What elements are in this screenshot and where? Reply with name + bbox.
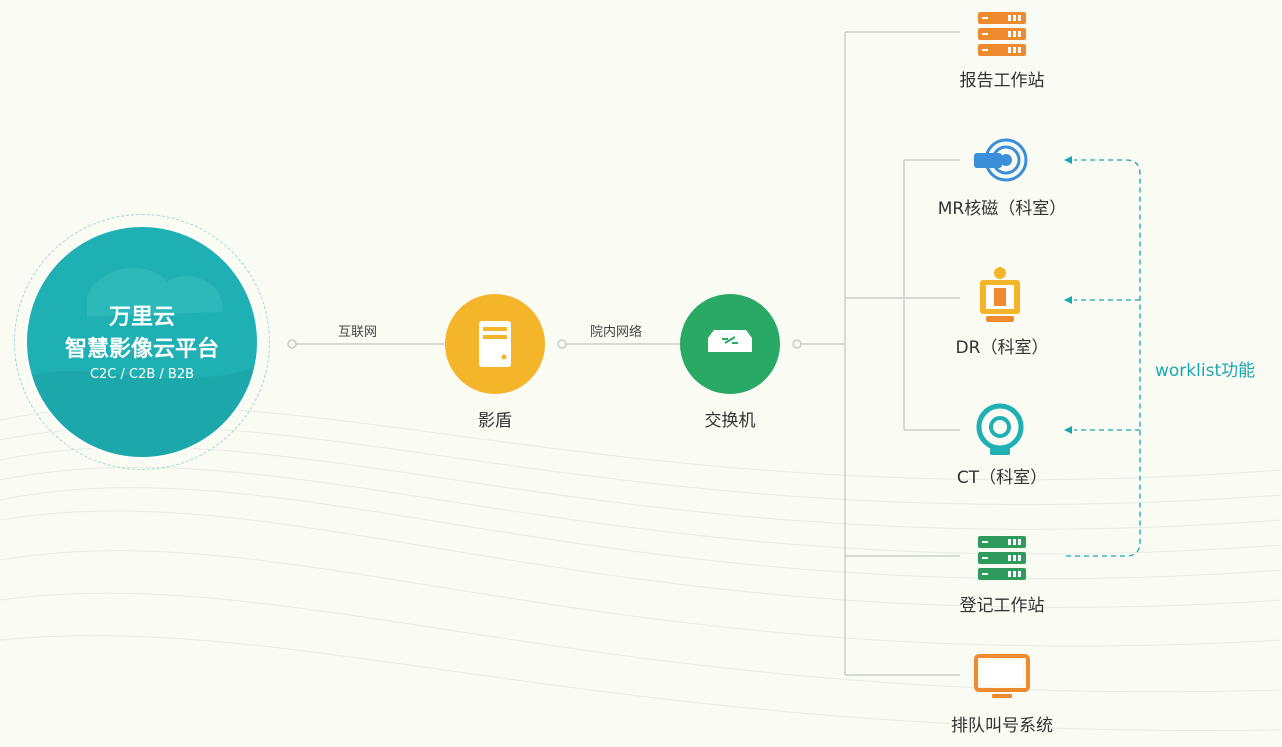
platform-subtitle: C2C / C2B / B2B xyxy=(89,367,195,382)
link-label-internet: 互联网 xyxy=(338,325,378,340)
switch-node xyxy=(680,294,780,394)
ct-scanner-icon xyxy=(976,403,1024,455)
cloud-platform: 万里云 智慧影像云平台 C2C / C2B / B2B xyxy=(27,227,257,457)
dr-label: DR（科室） xyxy=(955,338,1049,358)
report-server-rack-icon xyxy=(978,12,1026,56)
switch-icon xyxy=(680,294,780,394)
platform-circle-ring xyxy=(14,214,270,470)
worklist-label: worklist功能 xyxy=(1155,361,1256,381)
mr-scanner-icon xyxy=(974,138,1028,182)
mr-label: MR核磁（科室） xyxy=(937,199,1067,219)
server-icon xyxy=(445,294,545,394)
switch-label: 交换机 xyxy=(704,411,756,431)
shield-node xyxy=(445,294,545,394)
platform-title: 万里云 xyxy=(108,305,175,330)
xray-icon xyxy=(980,267,1020,322)
cloud-decor-icon xyxy=(27,267,257,457)
register-server-rack-icon xyxy=(978,536,1026,580)
ct-label: CT（科室） xyxy=(956,468,1048,488)
queue-system-label: 排队叫号系统 xyxy=(951,716,1053,736)
link-label-intranet: 院内网络 xyxy=(590,325,643,340)
platform-title-2: 智慧影像云平台 xyxy=(64,337,219,362)
shield-label: 影盾 xyxy=(478,411,512,431)
report-workstation-label: 报告工作站 xyxy=(959,71,1045,91)
monitor-icon xyxy=(974,654,1030,698)
register-workstation-label: 登记工作站 xyxy=(959,596,1045,616)
